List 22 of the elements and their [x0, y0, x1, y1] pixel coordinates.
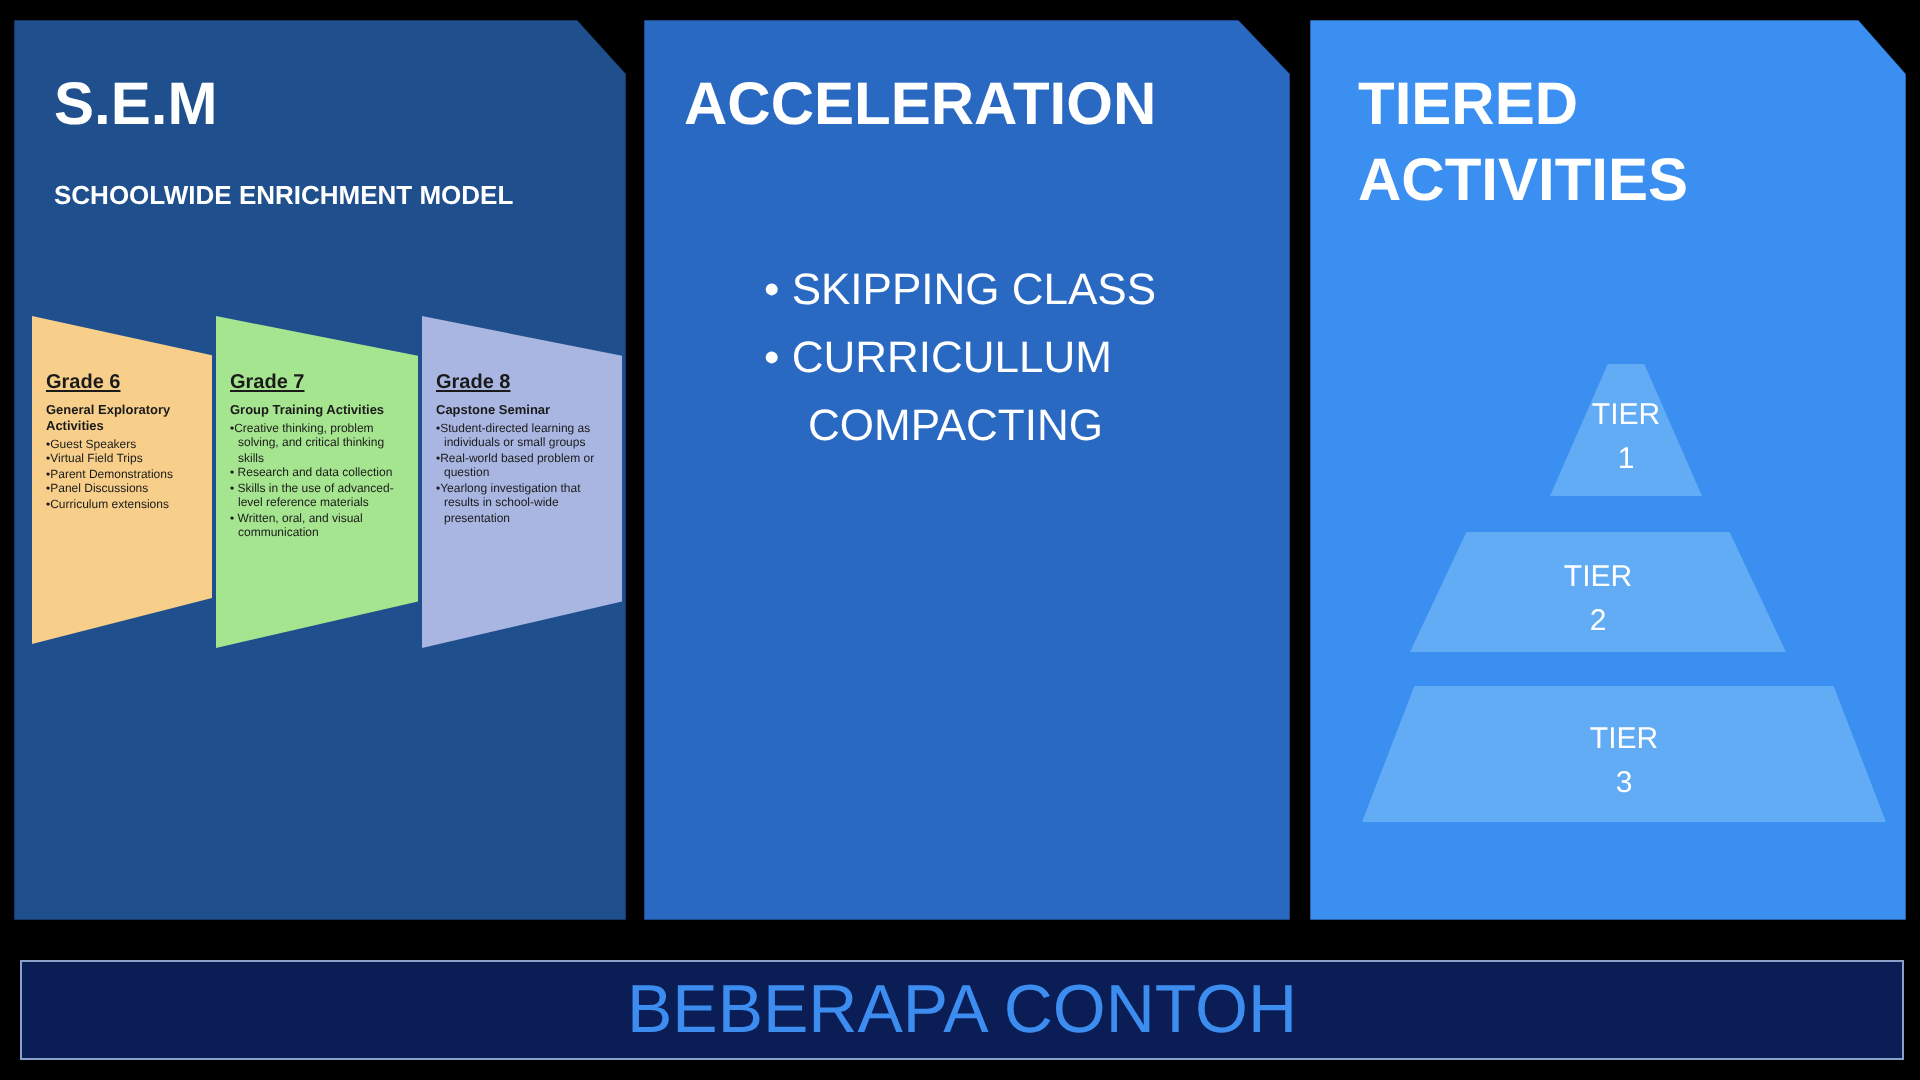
footer-bar: [20, 960, 1904, 1060]
bullet-item: • CURRICULLUM COMPACTING: [764, 329, 1114, 453]
grade-card: [422, 316, 622, 648]
grade-card: [32, 316, 212, 644]
bullet-item: • SKIPPING CLASS: [764, 261, 1158, 317]
pyramid-tier: [1550, 364, 1702, 496]
panel: [14, 20, 626, 920]
grade-heading: Grade 7: [230, 372, 305, 397]
tier-label: TIER 3: [1587, 720, 1661, 804]
panel-title: TIERED ACTIVITIES: [1358, 70, 1691, 218]
grade-heading: Grade 8: [436, 372, 511, 397]
panel: [1310, 20, 1906, 920]
pyramid-tier: [1410, 532, 1786, 652]
footer-text: BEBERAPA CONTOH: [626, 976, 1298, 1044]
panel-title: S.E.M: [54, 70, 218, 142]
panel-title: ACCELERATION: [684, 70, 1157, 142]
panel: [644, 20, 1290, 920]
grade-heading: Grade 6: [46, 372, 121, 397]
grade-card: [216, 316, 418, 648]
panel-subtitle: SCHOOLWIDE ENRICHMENT MODEL: [54, 177, 514, 213]
tier-label: TIER 1: [1589, 396, 1663, 480]
tier-label: TIER 2: [1561, 558, 1635, 642]
